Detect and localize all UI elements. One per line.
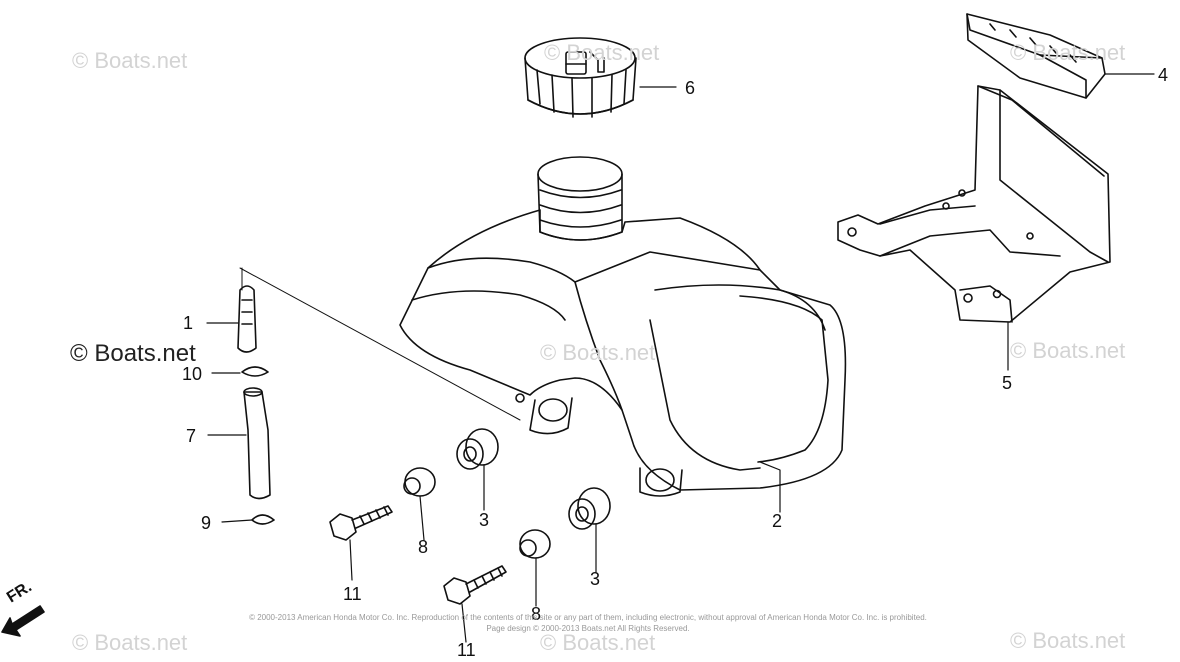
flange-bolt-part-upper xyxy=(329,505,393,541)
fuel-tube-part xyxy=(243,387,271,500)
watermark: © Boats.net xyxy=(72,630,188,655)
tank-bracket-part xyxy=(837,85,1111,323)
watermark: © Boats.net xyxy=(544,40,660,65)
callout-8: 8 xyxy=(418,537,429,557)
watermark: © Boats.net xyxy=(540,630,656,655)
callout-1: 1 xyxy=(183,313,194,333)
callout-3: 3 xyxy=(590,569,601,589)
leader-lines xyxy=(206,73,1155,643)
collar-part-lower xyxy=(519,529,551,559)
callout-7: 7 xyxy=(186,426,197,446)
rubber-cushion-part xyxy=(966,13,1106,99)
watermark: © Boats.net xyxy=(1010,628,1126,653)
callout-11: 11 xyxy=(343,584,362,604)
watermark: © Boats.net xyxy=(1010,338,1126,363)
callout-8: 8 xyxy=(531,604,542,624)
callout-5: 5 xyxy=(1002,373,1013,393)
callout-10: 10 xyxy=(182,364,203,384)
callout-4: 4 xyxy=(1158,65,1169,85)
fuel-strainer-part xyxy=(237,285,257,353)
callout-2: 2 xyxy=(772,511,783,531)
grommet-part-lower xyxy=(568,487,611,530)
watermark: © Boats.net xyxy=(72,48,188,73)
copyright-notice: © 2000-2013 American Honda Motor Co. Inc… xyxy=(178,612,998,634)
fuel-tank-part xyxy=(399,156,847,497)
flange-bolt-part-lower xyxy=(443,565,507,605)
callout-6: 6 xyxy=(685,78,696,98)
callout-9: 9 xyxy=(201,513,212,533)
clip-part-10 xyxy=(241,366,269,377)
clip-part-9 xyxy=(251,514,275,525)
front-direction-arrow xyxy=(1,605,45,637)
fuel-cap-part xyxy=(524,37,637,118)
copyright-line: © 2000-2013 American Honda Motor Co. Inc… xyxy=(249,613,927,622)
assembly-guide-lines xyxy=(239,267,521,421)
copyright-line: Page design © 2000-2013 Boats.net All Ri… xyxy=(486,624,690,633)
watermark: © Boats.net xyxy=(70,340,196,367)
callout-3: 3 xyxy=(479,510,490,530)
callout-11: 11 xyxy=(457,640,476,660)
watermark: © Boats.net xyxy=(540,340,656,365)
grommet-part-upper xyxy=(456,428,499,470)
watermark: © Boats.net xyxy=(1010,40,1126,65)
collar-part-upper xyxy=(403,467,436,497)
